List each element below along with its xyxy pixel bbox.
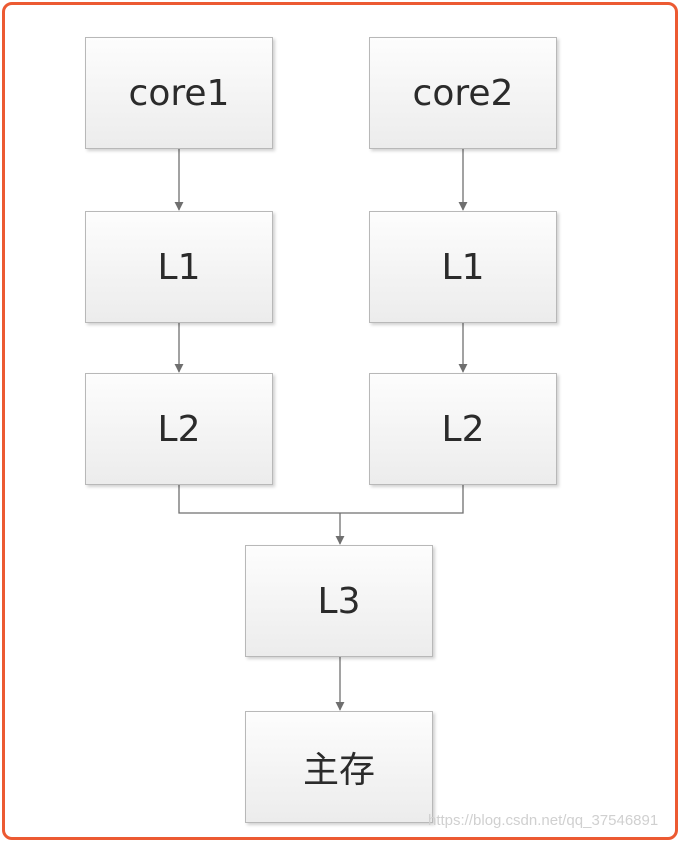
- node-l3: L3: [245, 545, 433, 657]
- node-l2-right: L2: [369, 373, 557, 485]
- watermark-text: https://blog.csdn.net/qq_37546891: [428, 812, 659, 829]
- node-l1-right: L1: [369, 211, 557, 323]
- node-core1: core1: [85, 37, 273, 149]
- node-l2-left: L2: [85, 373, 273, 485]
- node-l1-left: L1: [85, 211, 273, 323]
- node-main-memory: 主存: [245, 711, 433, 823]
- connector-l2-merge: [178, 485, 464, 514]
- node-core2: core2: [369, 37, 557, 149]
